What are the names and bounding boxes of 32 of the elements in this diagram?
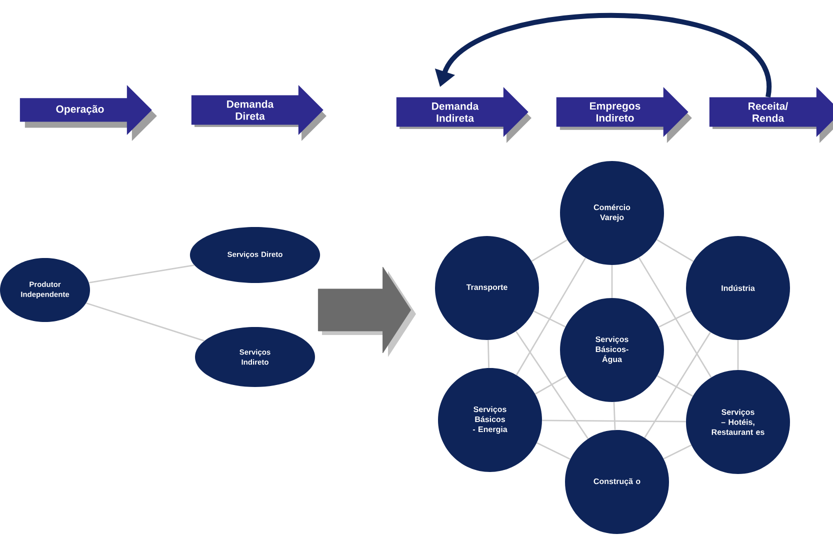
- circle-node: Indústria: [686, 236, 790, 340]
- arrow-box: Operação: [20, 85, 157, 141]
- connector: [658, 310, 692, 328]
- arrow-box: Empregos Indireto: [556, 86, 692, 143]
- connector: [88, 264, 194, 284]
- connector: [663, 444, 692, 460]
- arrow-box: Demanda Direta: [191, 85, 326, 141]
- connector: [638, 257, 712, 378]
- connector: [611, 265, 613, 298]
- connector: [737, 340, 739, 370]
- arrow-box: Demanda Indireta: [396, 86, 532, 143]
- circle-node: Serviços Básicos- Água: [560, 298, 664, 402]
- connector: [86, 302, 204, 342]
- connector: [488, 340, 490, 368]
- connector: [656, 239, 694, 262]
- connector: [515, 330, 589, 439]
- circle-node: Transporte: [435, 236, 539, 340]
- connector: [534, 375, 568, 395]
- connector: [536, 442, 570, 460]
- circle-node: Serviços – Hotéis, Restaurant es: [686, 370, 790, 474]
- block-arrow: [318, 266, 416, 357]
- connector: [516, 258, 586, 376]
- connector: [531, 239, 568, 262]
- circle-node: Serviços Básicos - Energia: [438, 368, 542, 472]
- connector: [533, 310, 566, 328]
- connector: [542, 420, 686, 422]
- arrow-box: Receita/ Renda: [709, 86, 833, 143]
- circle-node: Comércio Varejo: [560, 161, 664, 265]
- connector: [644, 332, 711, 438]
- connector: [656, 375, 694, 397]
- connector: [613, 402, 616, 430]
- circle-node: Construçã o: [565, 430, 669, 534]
